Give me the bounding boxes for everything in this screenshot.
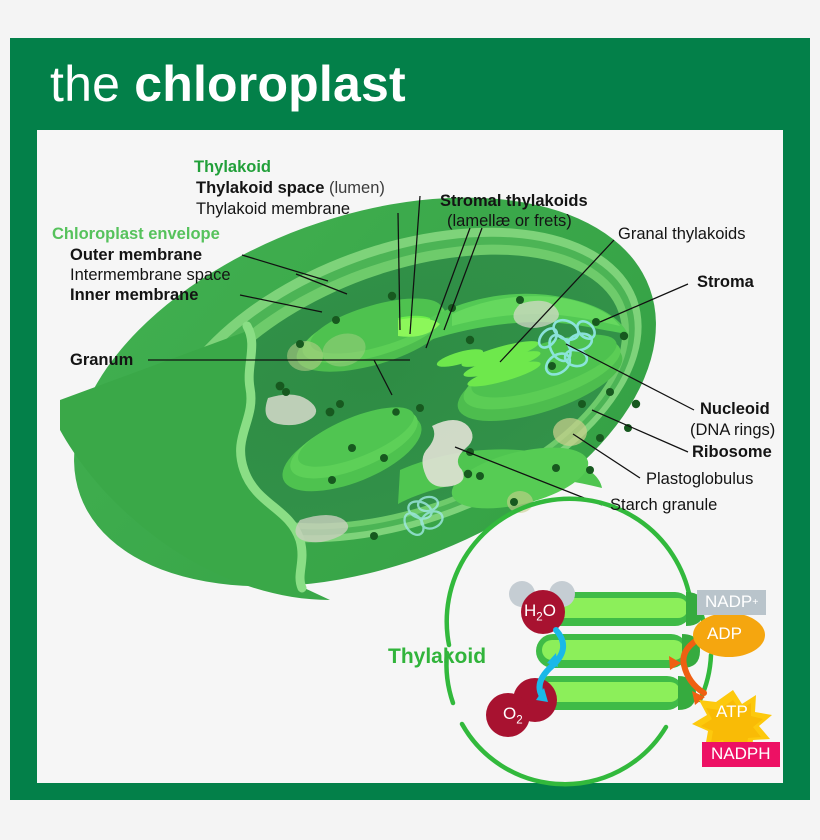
atp-synthesis-arrow [680, 634, 707, 696]
water-molecule [509, 581, 575, 634]
label-thylakoid-space: Thylakoid space (lumen) [196, 179, 385, 198]
leader-stromal-2 [443, 227, 483, 331]
leader-thylakoid-membrane [397, 212, 401, 331]
leader-granum-2 [373, 359, 393, 396]
label-plastoglobulus: Plastoglobulus [646, 470, 754, 488]
oxygen-label: O2 [503, 704, 523, 727]
label-inner-membrane: Inner membrane [70, 286, 199, 304]
ribosome-dots [275, 291, 641, 540]
title-article: the [50, 56, 135, 112]
cutaway-front-wedge [60, 330, 330, 600]
inset-arc-bottom [459, 721, 669, 787]
label-thylakoid-membrane: Thylakoid membrane [196, 200, 351, 218]
label-starch-granule: Starch granule [610, 496, 718, 514]
label-nucleoid-note: (DNA rings) [690, 421, 776, 439]
inset-arc-top [444, 496, 693, 648]
electron-arrow-mid [547, 653, 558, 667]
leader-lines [148, 195, 695, 506]
title-main: chloroplast [134, 56, 406, 112]
water-label: H2O [524, 601, 556, 624]
cutaway-face-edge [236, 321, 307, 593]
plastoglobulus-a [553, 418, 587, 446]
page-title: the chloroplast [50, 55, 406, 113]
leader-plastoglobulus [572, 433, 641, 479]
starch-granule-bottom [295, 515, 349, 543]
leader-stromal-1 [425, 227, 471, 349]
leader-thylakoid-space [409, 195, 421, 335]
label-stromal-thylakoids-note: (lamellæ or frets) [447, 212, 572, 230]
leader-starch [454, 446, 603, 506]
label-granal-thylakoids: Granal thylakoids [618, 225, 746, 243]
starch-granule-center [422, 420, 473, 487]
label-outer-membrane: Outer membrane [70, 246, 203, 264]
oxygen-molecule [486, 678, 557, 737]
electron-transport-arrow [536, 627, 566, 699]
inset-title-thylakoid: Thylakoid [388, 645, 487, 668]
main-cell-group [60, 197, 656, 600]
electron-arrow-head [536, 688, 548, 702]
leader-nucleoid [565, 343, 695, 411]
granal-thylakoid-discs [436, 341, 541, 387]
label-stroma: Stroma [697, 273, 754, 291]
label-intermembrane-space: Intermembrane space [70, 266, 231, 284]
starch-granule-left [265, 394, 317, 426]
label-nucleoid: Nucleoid [700, 400, 770, 418]
atp-label: ATP [716, 702, 748, 721]
label-stromal-thylakoids: Stromal thylakoids [440, 192, 588, 210]
nucleoid-dna-rings-lower [403, 495, 444, 536]
label-thylakoid-space-note: (lumen) [324, 179, 385, 197]
label-thylakoid-group: Thylakoid [194, 158, 272, 176]
adp-badge [693, 613, 765, 657]
leader-outer-membrane [241, 254, 329, 282]
label-ribosome: Ribosome [692, 443, 772, 461]
atp-starburst-inner [701, 700, 763, 752]
nadp-plus-badge: NADP+ [697, 590, 767, 615]
starch-granule-upper-right [513, 300, 559, 328]
label-granum: Granum [70, 351, 134, 369]
atp-arrow-head [692, 691, 705, 705]
leader-intermembrane [295, 273, 348, 295]
inset-arc-left [444, 650, 456, 706]
granum-lower-right [451, 447, 589, 509]
adp-label: ADP [707, 624, 742, 643]
nucleoid-dna-rings-main [537, 318, 596, 376]
plastoglobulus-c [287, 341, 323, 371]
leader-granal [499, 239, 615, 363]
leader-stroma [599, 283, 689, 323]
label-envelope-group: Chloroplast envelope [52, 225, 220, 243]
nadph-badge: NADPH [702, 742, 780, 767]
leader-ribosome [591, 409, 689, 453]
atp-arrow-head2 [669, 656, 681, 670]
leader-inner-membrane [239, 294, 323, 313]
inset-thylakoid-stack [532, 592, 704, 710]
thylakoid-inset [444, 496, 772, 787]
thylakoid-lumen-accent [398, 317, 440, 337]
label-thylakoid-space-main: Thylakoid space [196, 179, 325, 197]
